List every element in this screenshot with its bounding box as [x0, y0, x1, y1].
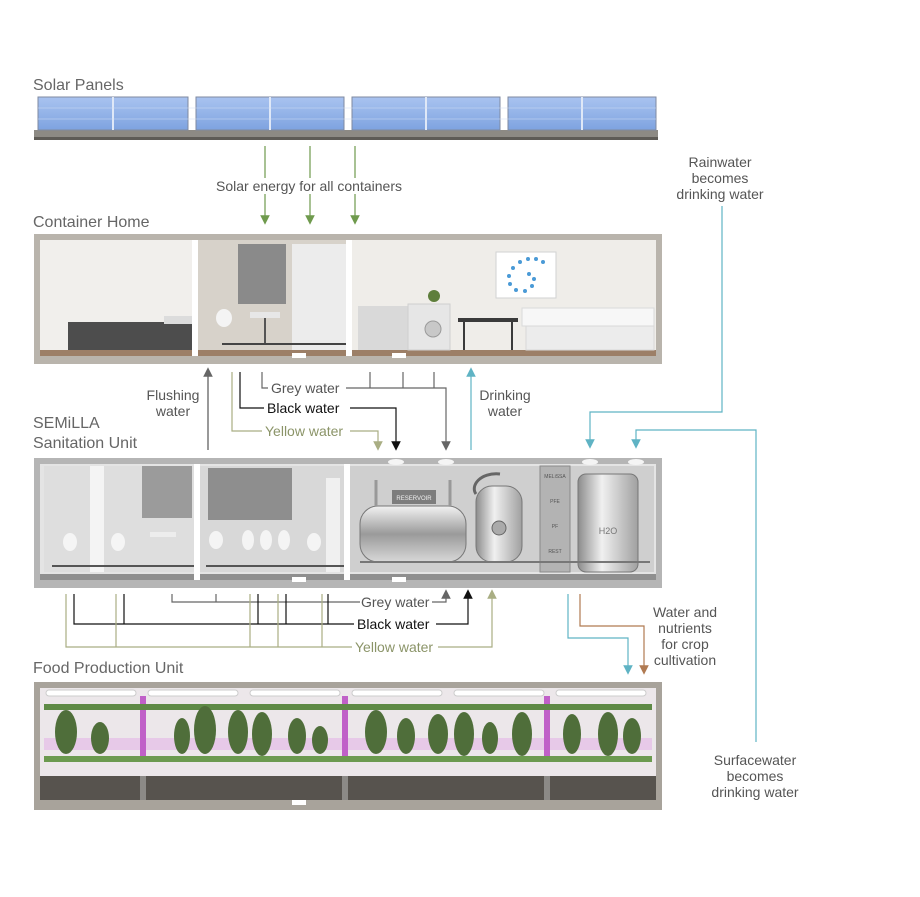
- crop-rows: [44, 704, 652, 762]
- nutrients-line-1: Water and: [652, 604, 718, 620]
- stack-label-2: PFE: [550, 499, 560, 505]
- rainwater-line-1: Rainwater: [688, 154, 752, 170]
- solar-panel-group-2: [195, 96, 345, 131]
- surfacewater-line-3: drinking water: [711, 784, 799, 800]
- yellow-water-upper-label: Yellow water: [265, 423, 344, 439]
- yellow-water-lower-lines: [65, 589, 497, 648]
- drinking-line-2: water: [487, 403, 523, 419]
- treatment-equipment: RESERVOIR MELiSSA PFE PF REST H2O: [350, 465, 654, 573]
- flushing-line-2: water: [155, 403, 191, 419]
- bedroom: [40, 240, 192, 350]
- sanitation-unit-title: SEMiLLA Sanitation Unit: [33, 414, 137, 454]
- container-home-title: Container Home: [33, 214, 150, 231]
- yellow-water-upper-lines: [231, 372, 383, 451]
- grey-water-lower-label: Grey water: [361, 594, 430, 610]
- living-room: [352, 240, 656, 351]
- food-production-title: Food Production Unit: [33, 660, 184, 677]
- rainwater-line-3: drinking water: [676, 186, 764, 202]
- rainwater-line: [585, 206, 723, 449]
- surfacewater-label: Surfacewater becomes drinking water: [700, 752, 810, 800]
- container-home: [34, 234, 662, 364]
- surfacewater-line-2: becomes: [726, 768, 784, 784]
- sanitation-title-line-2: Sanitation Unit: [33, 435, 138, 452]
- rainwater-label: Rainwater becomes drinking water: [670, 154, 770, 202]
- black-water-lower-label: Black water: [357, 616, 430, 632]
- water-to-food-line: [567, 594, 633, 675]
- rainwater-line-2: becomes: [691, 170, 749, 186]
- tank-label: RESERVOIR: [396, 496, 432, 502]
- food-production-unit: [34, 682, 662, 810]
- grey-water-upper-label: Grey water: [271, 380, 340, 396]
- bathroom: [198, 240, 346, 350]
- drinking-water-label: Drinking water: [474, 387, 536, 419]
- tank-logo: H2O: [599, 526, 618, 536]
- grey-water-upper-lines: [261, 372, 451, 451]
- black-water-lower-lines: [73, 589, 473, 625]
- sanitation-title-line-1: SEMiLLA: [33, 415, 100, 432]
- stack-label-4: REST: [548, 549, 561, 555]
- nutrients-to-food-line: [579, 594, 649, 675]
- solar-energy-label: Solar energy for all containers: [214, 178, 404, 194]
- nutrients-line-2: nutrients: [658, 620, 712, 636]
- stack-label-1: MELiSSA: [544, 474, 566, 480]
- solar-panel-group-4: [507, 96, 657, 131]
- urinals-area: [200, 466, 344, 572]
- solar-panel-array: [34, 96, 658, 140]
- solar-panel-group-3: [351, 96, 501, 131]
- black-water-upper-label: Black water: [267, 400, 340, 416]
- surfacewater-line-1: Surfacewater: [713, 752, 797, 768]
- black-water-upper-lines: [239, 372, 401, 451]
- flushing-line-1: Flushing: [146, 387, 200, 403]
- surfacewater-line: [631, 429, 757, 742]
- nutrients-label: Water and nutrients for crop cultivation: [640, 604, 730, 668]
- solar-panel-group-1: [37, 96, 189, 131]
- sanitation-unit: RESERVOIR MELiSSA PFE PF REST H2O: [34, 458, 662, 588]
- stack-label-3: PF: [552, 524, 558, 530]
- nutrients-line-3: for crop: [661, 636, 709, 652]
- yellow-water-lower-label: Yellow water: [355, 639, 434, 655]
- nutrients-line-4: cultivation: [653, 652, 717, 668]
- solar-panels-title: Solar Panels: [33, 77, 124, 94]
- toilet-stalls: [44, 466, 194, 572]
- drinking-line-1: Drinking: [479, 387, 531, 403]
- grey-water-lower-lines: [171, 589, 451, 603]
- grow-lights: [45, 689, 647, 697]
- flushing-water-label: Flushing water: [140, 387, 206, 419]
